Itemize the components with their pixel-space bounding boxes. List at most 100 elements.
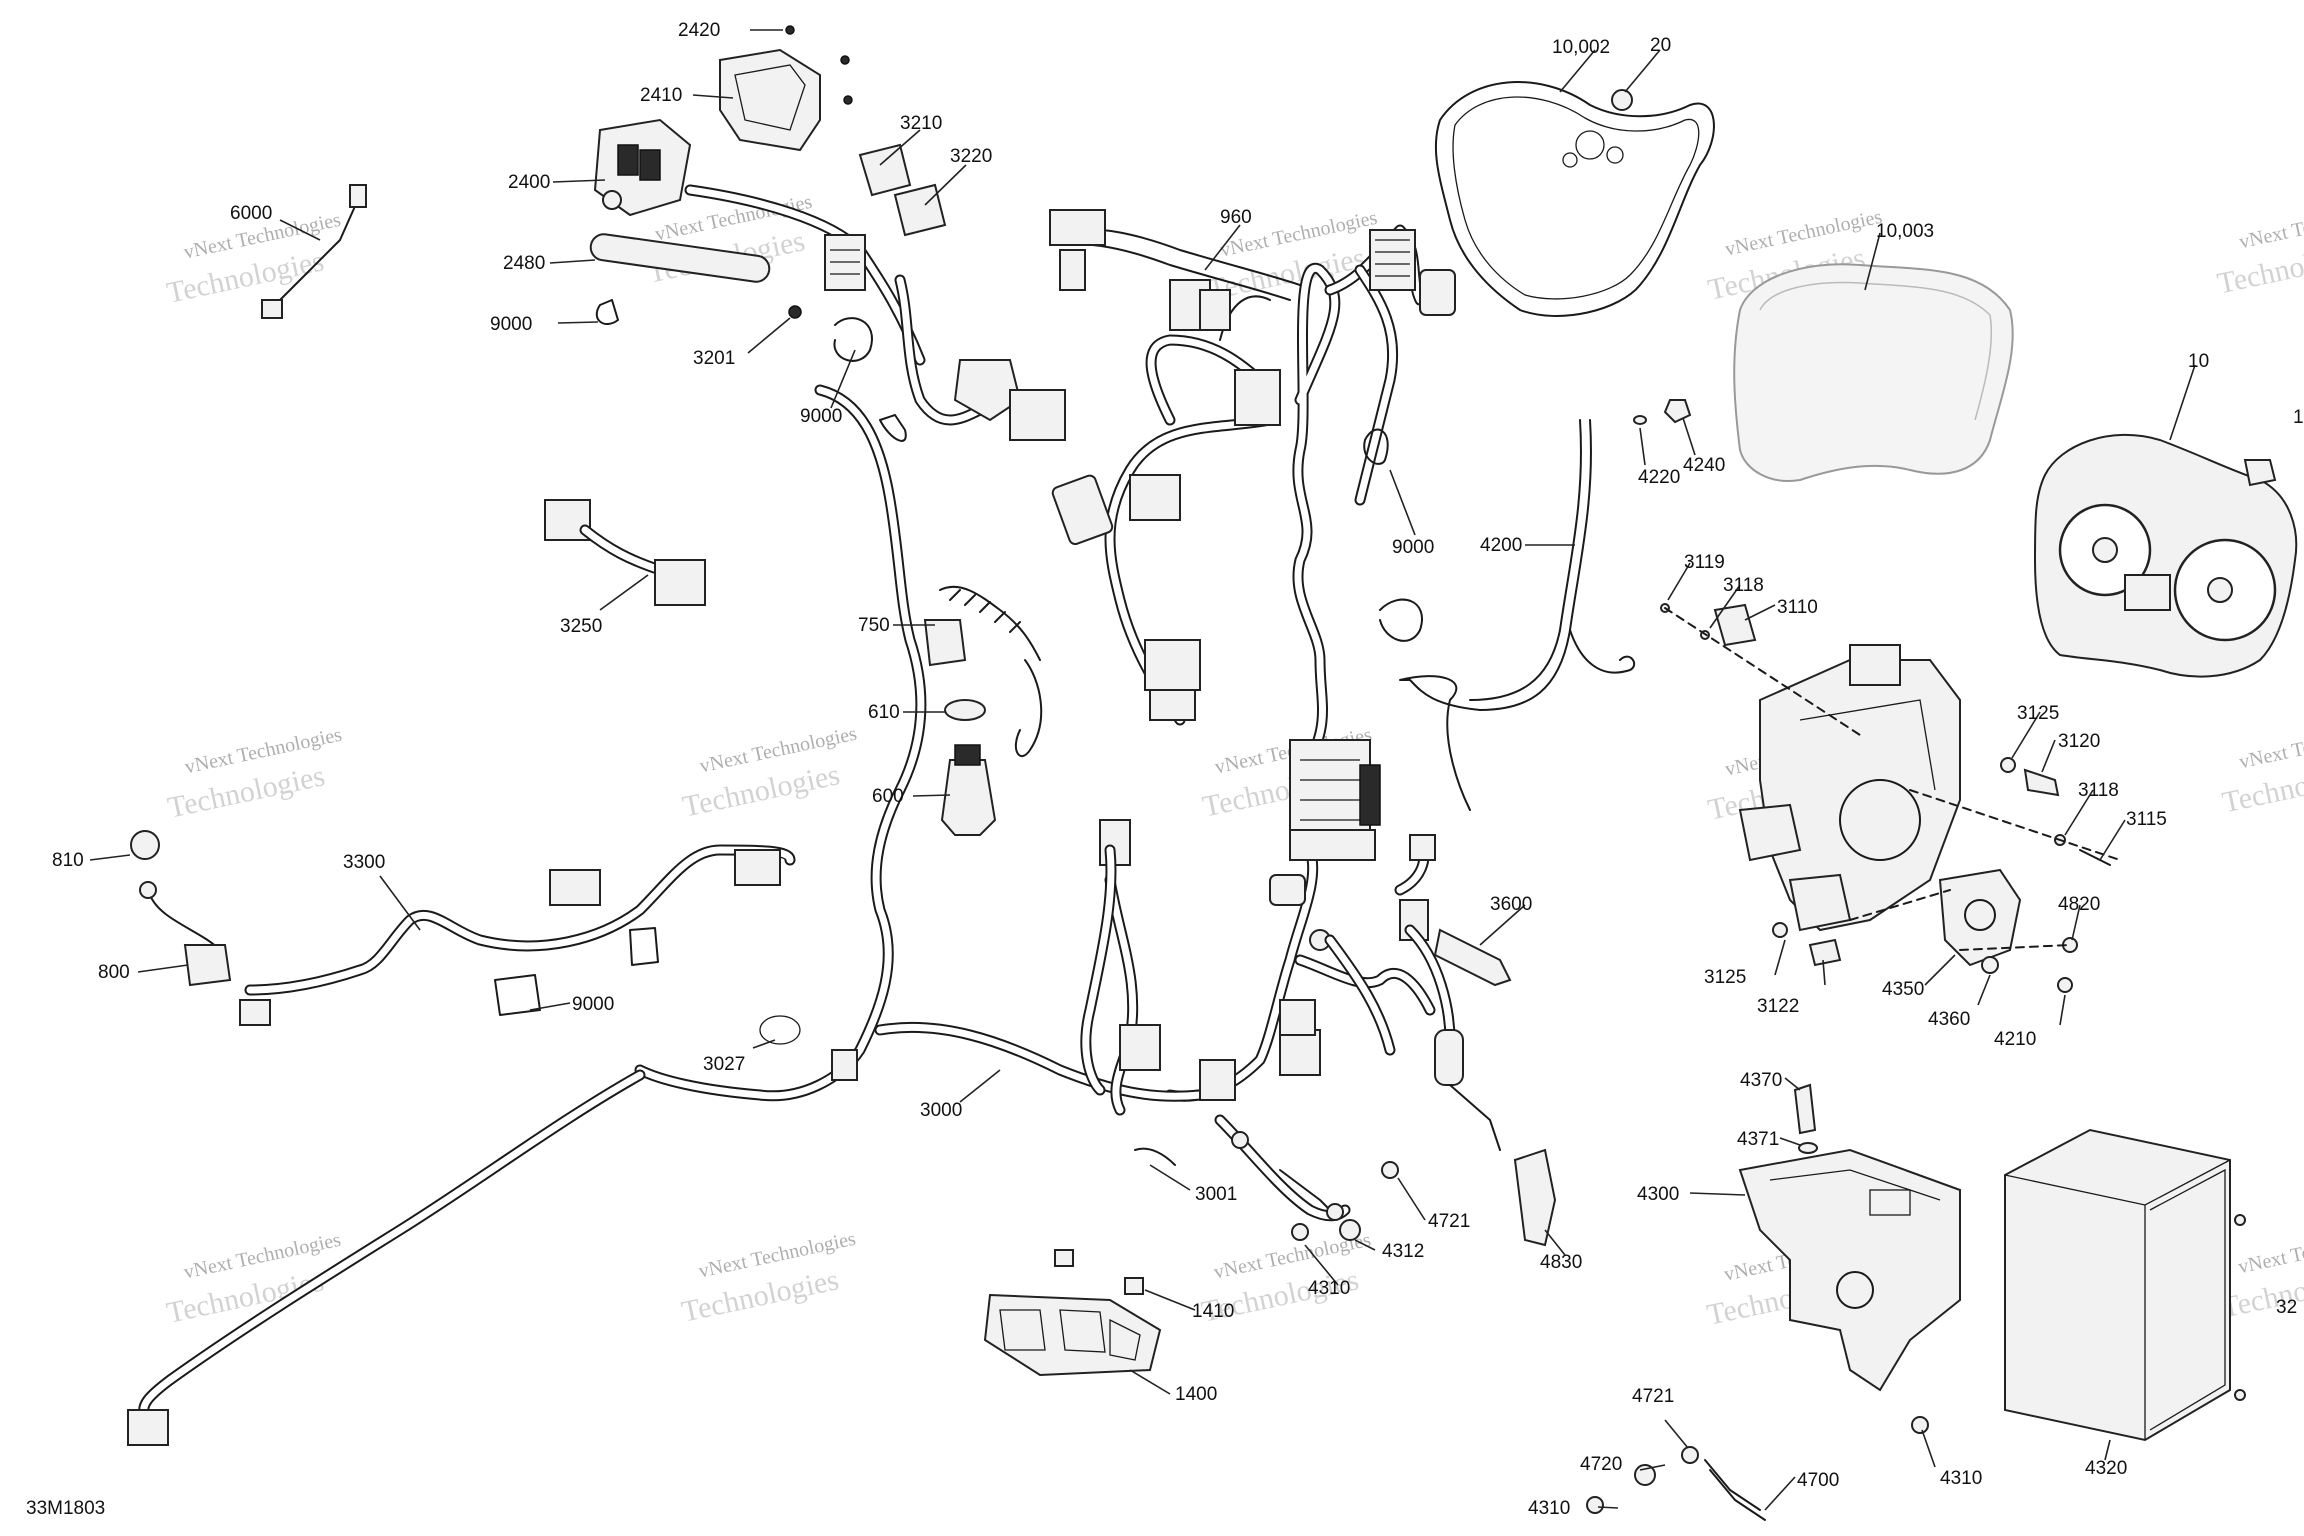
part-label: 4310	[1308, 1278, 1350, 1299]
harness-connector	[734, 849, 781, 886]
part-label: 4320	[2085, 1458, 2127, 1479]
part-label: 3125	[1704, 967, 1746, 988]
ignition-assembly	[923, 585, 1043, 836]
harness-connector	[1234, 369, 1281, 426]
part-label: 750	[858, 615, 890, 636]
part-label: 20	[1650, 35, 1671, 56]
fuse-box	[1289, 829, 1376, 861]
part-label: 4830	[1540, 1252, 1582, 1273]
washer-4312	[1339, 1219, 1361, 1241]
instrument-cluster	[1434, 81, 2298, 678]
part-label: 3001	[1195, 1184, 1237, 1205]
label-3027	[759, 1015, 801, 1045]
part-label: 3118	[1723, 575, 1764, 596]
bracket-block	[1738, 803, 1802, 862]
part-label: 800	[98, 962, 130, 983]
bolt-3122	[1808, 938, 1842, 967]
sensor-6000	[261, 184, 367, 319]
part-label: 4312	[1382, 1241, 1424, 1262]
part-label: 9000	[490, 314, 532, 335]
part-label: 4310	[1940, 1468, 1982, 1489]
ring-terminal	[1326, 1203, 1344, 1221]
part-label: 3118	[2078, 780, 2119, 801]
harness-connector	[1129, 474, 1181, 521]
harness-connector	[1369, 229, 1416, 291]
harness-connector	[1144, 639, 1201, 691]
harness-connector	[239, 999, 271, 1026]
nut-1410	[1124, 1277, 1144, 1295]
ignition-switch	[940, 759, 997, 836]
part-label: 3027	[703, 1054, 745, 1075]
cable-tie	[879, 414, 907, 442]
washer-4371	[1798, 1142, 1818, 1154]
part-label: 3300	[343, 852, 385, 873]
screw	[785, 25, 795, 35]
part-label: 4370	[1740, 1070, 1782, 1091]
part-label: 10,003	[1876, 221, 1934, 242]
connector-housing	[654, 559, 706, 606]
bolt-4310	[1911, 1416, 1929, 1434]
cable-tie	[1379, 598, 1423, 642]
part-label: 9000	[572, 994, 614, 1015]
part-label: 2400	[508, 172, 550, 193]
voltage-regulator-1400	[983, 1293, 1162, 1377]
part-label: 3110	[1777, 597, 1818, 618]
harness-connector	[1399, 899, 1429, 941]
switch-housing-cover	[719, 48, 821, 152]
fuse-holder-3600	[1433, 928, 1512, 987]
harness-connector	[1059, 249, 1086, 291]
screw	[788, 305, 802, 319]
ecm-module-4320	[2004, 1128, 2231, 1442]
nut-4240	[1663, 399, 1692, 424]
part-label: 600	[872, 786, 904, 807]
part-label: 2420	[678, 20, 720, 41]
clip-bracket	[953, 359, 1022, 422]
switch-connector	[1009, 389, 1066, 441]
rubber-cap	[130, 830, 160, 860]
fuse-box	[1359, 764, 1381, 826]
bolt-3120	[2023, 768, 2060, 797]
screw	[840, 55, 850, 65]
harness-connector	[1199, 1059, 1236, 1101]
harness-connector	[549, 869, 601, 906]
part-label: 4240	[1683, 455, 1725, 476]
harness-connector	[1119, 1024, 1161, 1071]
main-wiring-harness	[127, 209, 1501, 1446]
part-label: 4371	[1737, 1129, 1779, 1150]
ferrite-choke	[1434, 1029, 1464, 1086]
switch-button	[617, 144, 639, 176]
part-label: 4721	[1428, 1211, 1470, 1232]
part-label: 3119	[1684, 552, 1725, 573]
gauge-hub	[2207, 577, 2233, 603]
part-label: 9000	[800, 406, 842, 427]
part-label: 610	[868, 702, 900, 723]
sensor-hub	[1964, 899, 1996, 931]
nut-4721	[1381, 1161, 1399, 1179]
ignition-switch	[954, 744, 981, 766]
part-label: 3201	[693, 348, 735, 369]
harness-connector	[1419, 269, 1456, 316]
relay	[858, 143, 912, 197]
switch-button	[639, 149, 661, 181]
part-label: 10	[2188, 351, 2209, 372]
screw	[843, 95, 853, 105]
grommet	[1231, 1131, 1249, 1149]
part-label: 810	[52, 850, 84, 871]
connector-3250	[544, 499, 706, 606]
nut-4210	[2057, 977, 2073, 993]
cable-tie	[629, 927, 659, 966]
cable-tie	[494, 974, 541, 1016]
part-label: 4300	[1637, 1184, 1679, 1205]
part-label: 4720	[1580, 1454, 1622, 1475]
part-label: 4210	[1994, 1029, 2036, 1050]
sensor-plug	[261, 299, 283, 319]
coiled-lanyard	[939, 585, 1041, 661]
nut-20	[1611, 89, 1633, 111]
bezel-hole	[1575, 130, 1605, 160]
sensor-tip	[139, 881, 157, 899]
sensor-4350	[1938, 868, 2022, 967]
part-label: 3210	[900, 113, 942, 134]
lcd-display	[2124, 574, 2171, 611]
part-label: 4360	[1928, 1009, 1970, 1030]
harness-connector	[1149, 689, 1196, 721]
